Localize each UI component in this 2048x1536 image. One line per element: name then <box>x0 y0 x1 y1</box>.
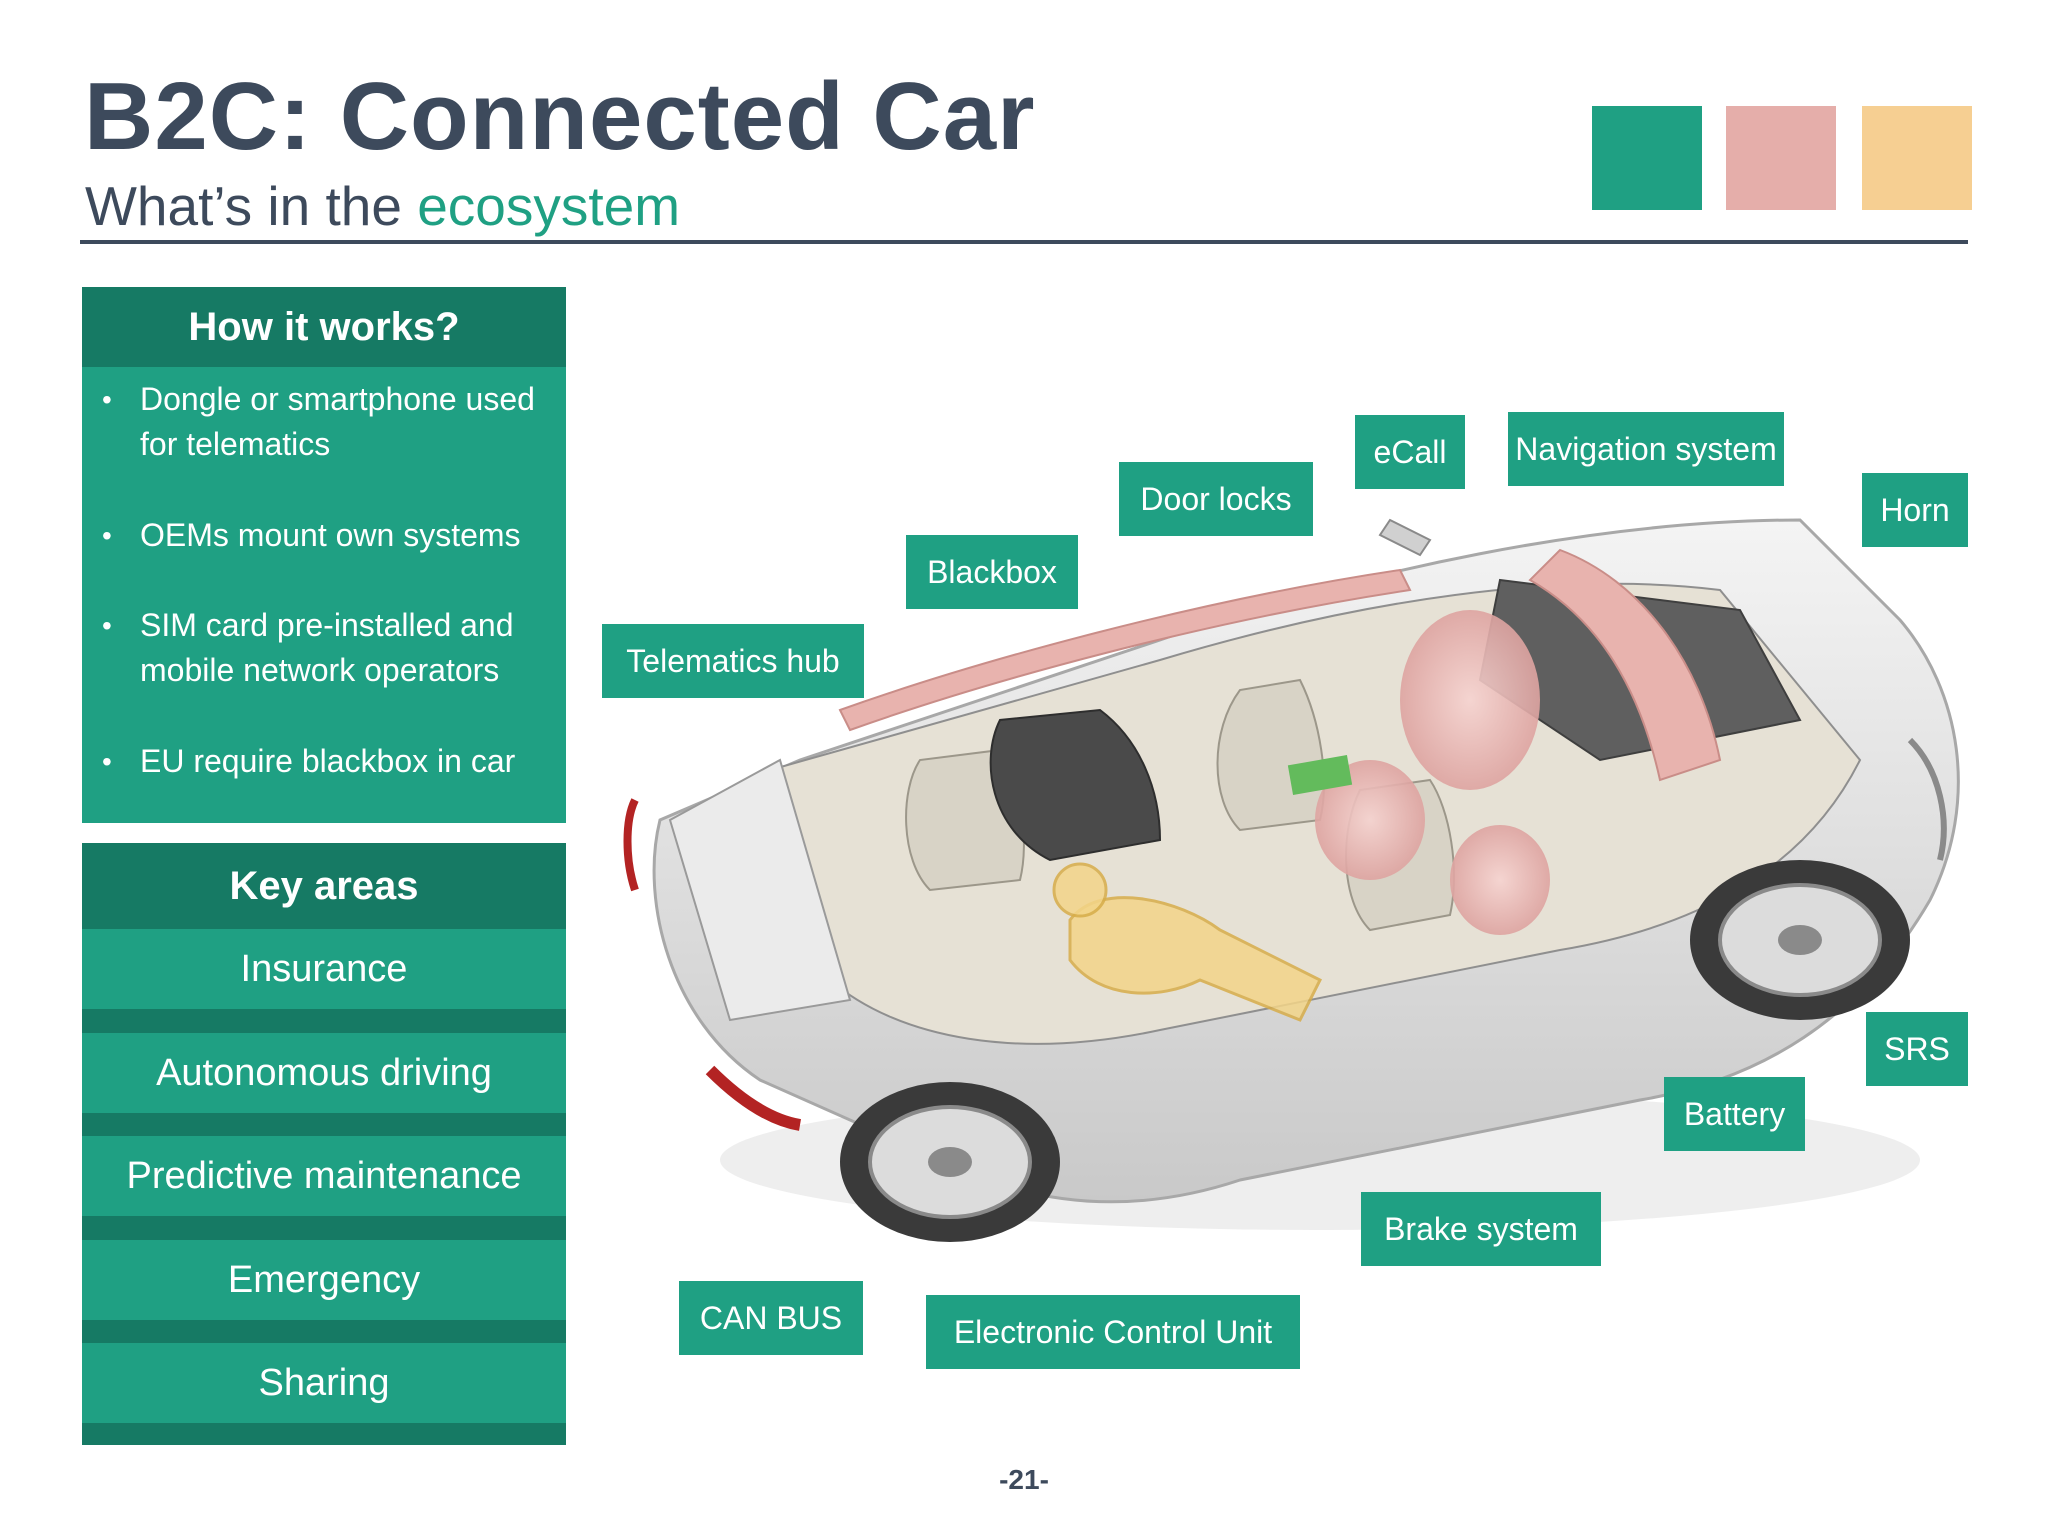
callout-navigation-system: Navigation system <box>1508 412 1784 486</box>
list-item: •OEMs mount own systems <box>102 513 560 558</box>
callout-battery: Battery <box>1664 1077 1805 1151</box>
subtitle-accent: ecosystem <box>417 175 681 237</box>
color-swatch-green <box>1592 106 1702 210</box>
key-area-autonomous-driving: Autonomous driving <box>82 1033 566 1113</box>
callout-can-bus: CAN BUS <box>679 1281 863 1355</box>
list-item: •SIM card pre-installed and mobile netwo… <box>102 603 560 693</box>
key-areas-heading: Key areas <box>82 843 566 929</box>
callout-blackbox: Blackbox <box>906 535 1078 609</box>
list-item: •EU require blackbox in car <box>102 739 560 784</box>
callout-horn: Horn <box>1862 473 1968 547</box>
key-area-predictive-maintenance: Predictive maintenance <box>82 1136 566 1216</box>
callout-door-locks: Door locks <box>1119 462 1313 536</box>
callout-brake-system: Brake system <box>1361 1192 1601 1266</box>
callout-telematics-hub: Telematics hub <box>602 624 864 698</box>
callout-srs: SRS <box>1866 1012 1968 1086</box>
subtitle-prefix: What’s in the <box>85 175 418 237</box>
bullet-icon: • <box>102 610 112 641</box>
page-subtitle: What’s in the ecosystem <box>85 174 680 238</box>
page-title: B2C: Connected Car <box>84 63 1036 170</box>
key-areas-panel: Key areas Insurance Autonomous driving P… <box>82 843 566 1445</box>
bullet-icon: • <box>102 520 112 551</box>
key-area-emergency: Emergency <box>82 1240 566 1320</box>
list-item: •Dongle or smartphone used for telematic… <box>102 377 560 467</box>
key-area-insurance: Insurance <box>82 929 566 1009</box>
callout-electronic-control-unit: Electronic Control Unit <box>926 1295 1300 1369</box>
title-divider <box>80 240 1968 244</box>
how-it-works-panel: How it works? •Dongle or smartphone used… <box>82 287 566 823</box>
bullet-icon: • <box>102 384 112 415</box>
color-swatch-yellow <box>1862 106 1972 210</box>
color-swatch-pink <box>1726 106 1836 210</box>
callout-ecall: eCall <box>1355 415 1465 489</box>
how-it-works-heading: How it works? <box>82 287 566 367</box>
car-illustration <box>600 460 1980 1280</box>
bullet-icon: • <box>102 746 112 777</box>
page-number: -21- <box>999 1464 1049 1495</box>
key-area-sharing: Sharing <box>82 1343 566 1423</box>
